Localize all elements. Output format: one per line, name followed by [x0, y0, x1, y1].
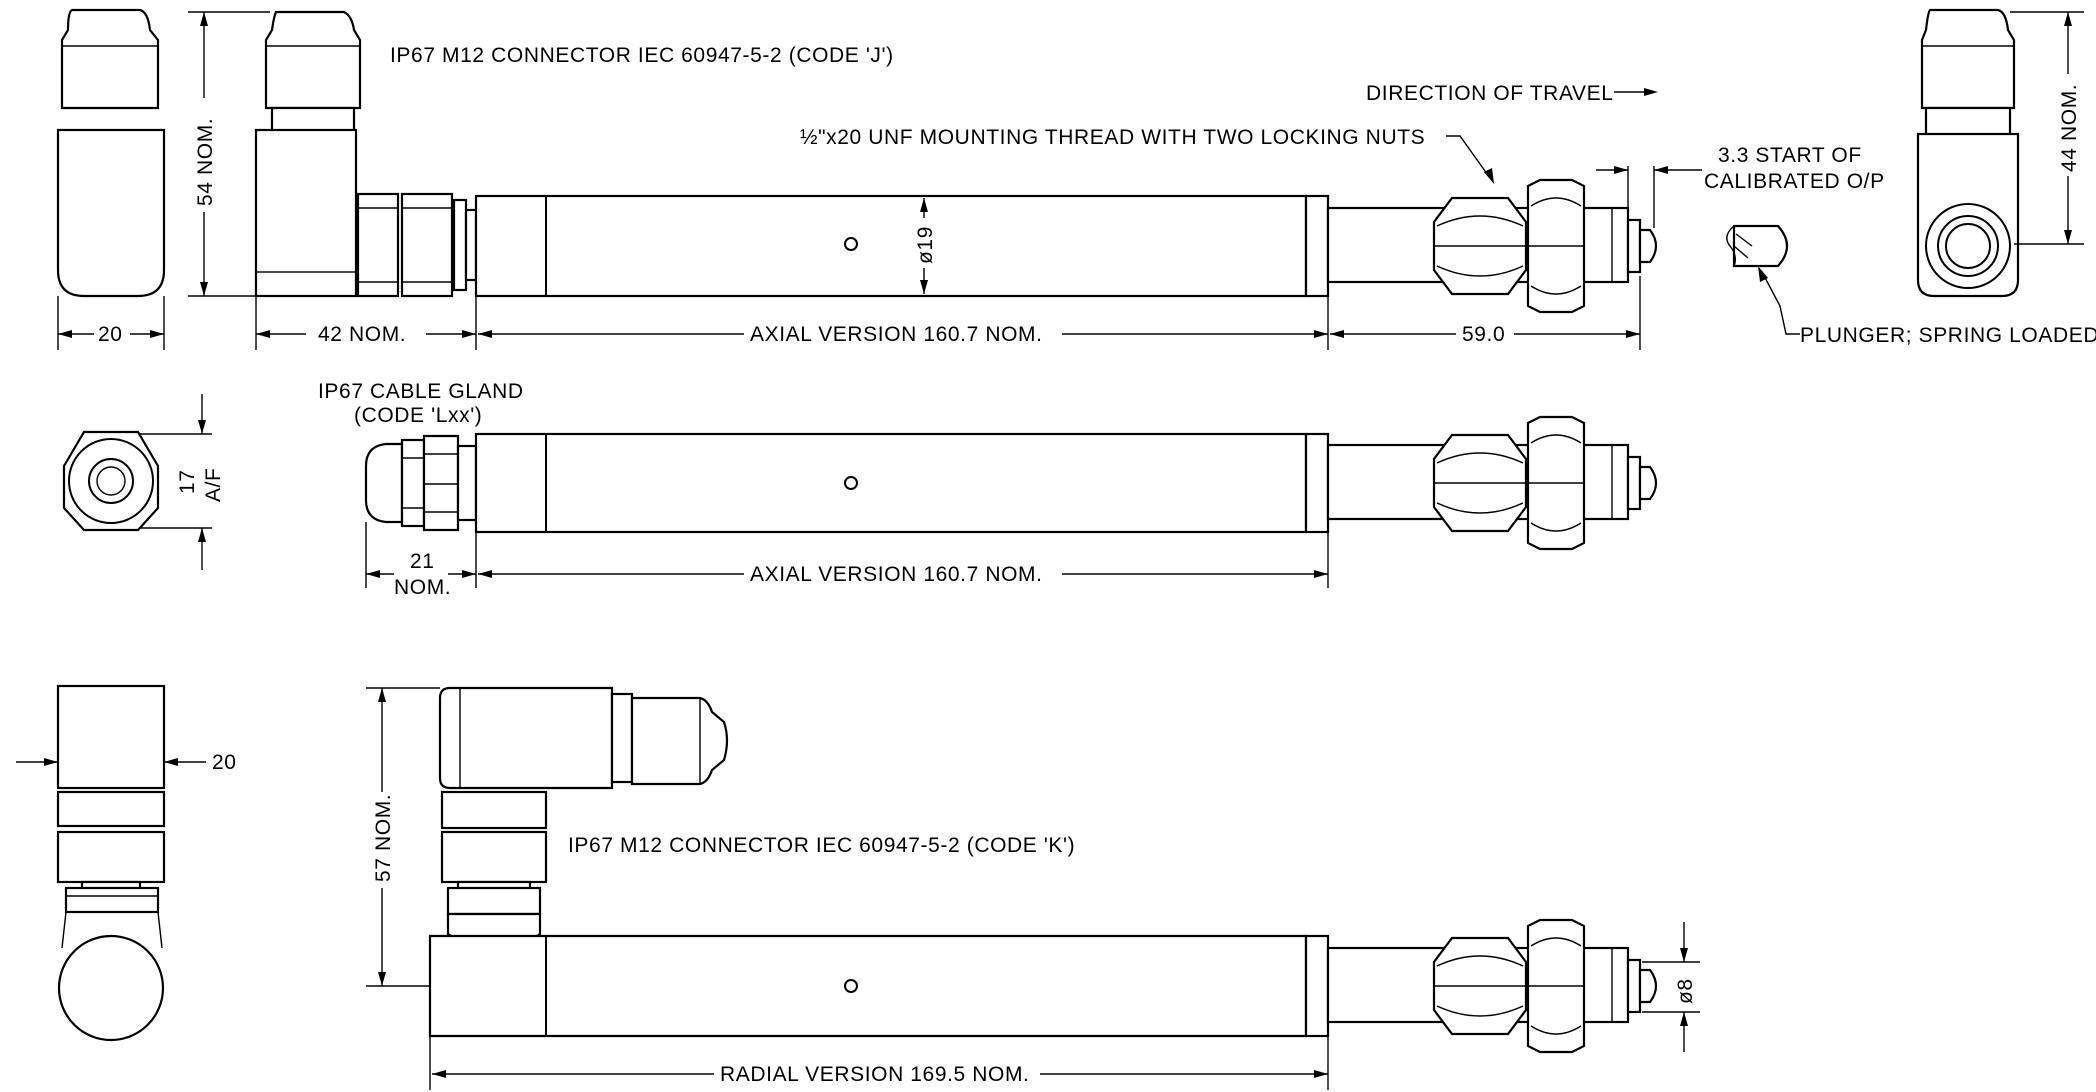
cable-gland-label-line1: IP67 CABLE GLAND — [318, 380, 524, 403]
dimension-lines — [16, 11, 2084, 1090]
dim-axial-middle: AXIAL VERSION 160.7 NOM. — [750, 563, 1043, 586]
dim-54-nom: 54 NOM. — [194, 118, 217, 206]
dim-dia-19: ø19 — [914, 226, 937, 264]
dim-59: 59.0 — [1462, 323, 1505, 346]
dim-20-bottom: 20 — [212, 751, 237, 774]
plunger-detail — [1726, 224, 1789, 268]
dim-21-line2: NOM. — [394, 576, 451, 599]
dim-21-line1: 21 — [410, 550, 435, 573]
dim-axial-top: AXIAL VERSION 160.7 NOM. — [750, 323, 1043, 346]
dim-44-nom: 44 NOM. — [2058, 84, 2081, 172]
dim-42-nom: 42 NOM. — [318, 323, 406, 346]
radial-sensor — [428, 686, 1656, 1052]
direction-of-travel-label: DIRECTION OF TRAVEL — [1366, 82, 1614, 105]
annotation-text: IP67 M12 CONNECTOR IEC 60947-5-2 (CODE '… — [98, 44, 2096, 1086]
dim-af-line2: A/F — [202, 468, 225, 502]
dim-57-nom: 57 NOM. — [372, 794, 395, 882]
plunger-label: PLUNGER; SPRING LOADED — [1800, 324, 2096, 347]
top-left-end-view — [56, 8, 166, 298]
cable-gland-label-line2: (CODE 'Lxx') — [354, 404, 482, 427]
connector-j-label: IP67 M12 CONNECTOR IEC 60947-5-2 (CODE '… — [390, 44, 894, 67]
dim-20-top: 20 — [98, 323, 123, 346]
dim-radial: RADIAL VERSION 169.5 NOM. — [720, 1063, 1029, 1086]
connector-k-label: IP67 M12 CONNECTOR IEC 60947-5-2 (CODE '… — [568, 834, 1075, 857]
mounting-thread-label: ½"x20 UNF MOUNTING THREAD WITH TWO LOCKI… — [800, 126, 1425, 149]
dim-dia-8: ø8 — [1674, 978, 1697, 1004]
dim-17-line1: 17 — [176, 469, 199, 494]
top-right-end-view — [1916, 8, 2020, 298]
gland-axial-sensor — [364, 417, 1656, 549]
start-of-output-line1: 3.3 START OF — [1718, 144, 1862, 167]
top-axial-sensor — [254, 10, 1656, 312]
radial-end-view — [56, 684, 166, 1042]
start-of-output-line2: CALIBRATED O/P — [1704, 170, 1885, 193]
hex-end-view — [62, 430, 160, 532]
